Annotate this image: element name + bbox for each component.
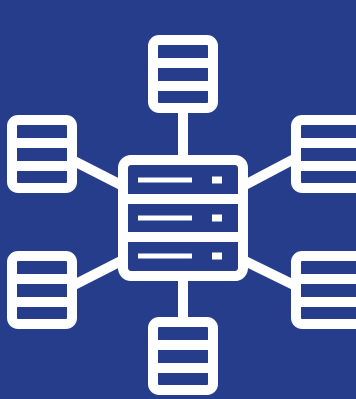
- database-icon-left-lower: [7, 251, 77, 329]
- database-icon-right-lower: [291, 251, 356, 329]
- database-icon-left-upper: [7, 115, 77, 193]
- server-rack-icon: [118, 155, 248, 281]
- connector-left-lower: [69, 255, 126, 291]
- connector-left-upper: [69, 155, 126, 191]
- database-icon-right-upper: [291, 115, 356, 193]
- database-icon-bottom: [148, 317, 218, 395]
- connector-right-upper: [240, 153, 299, 191]
- connector-right-lower: [240, 255, 299, 291]
- database-icon-top: [148, 35, 218, 113]
